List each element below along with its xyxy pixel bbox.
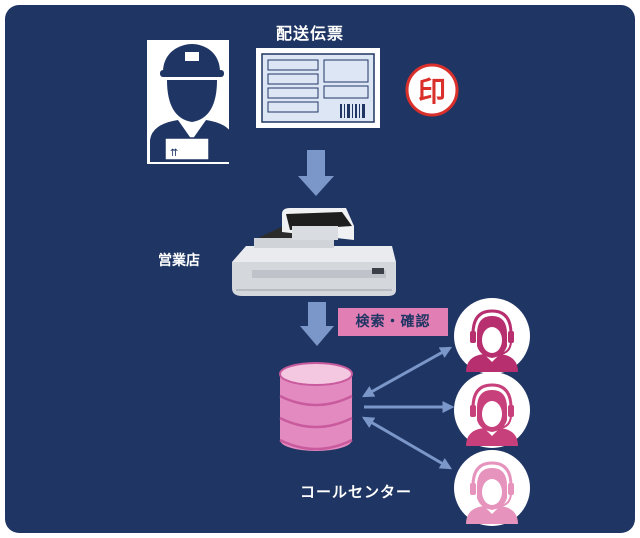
search-confirm-badge: 検索・確認 <box>338 308 448 336</box>
sales-store-label: 営業店 <box>158 253 200 269</box>
delivery-slip-icon <box>256 48 380 128</box>
svg-text:⇈: ⇈ <box>170 148 178 159</box>
headset-operator-icon <box>454 450 530 526</box>
headset-operator-icon <box>454 372 530 448</box>
stamp-text: 印 <box>418 75 446 108</box>
document-scanner-icon <box>232 208 396 296</box>
database-icon <box>279 362 353 451</box>
arrow-db-operator-3 <box>361 416 453 470</box>
call-center-label: コールセンター <box>300 483 413 501</box>
delivery-slip-title: 配送伝票 <box>276 24 345 43</box>
arrow-slip-to-scanner <box>298 150 334 196</box>
arrow-db-operator-1 <box>361 346 453 398</box>
arrow-scanner-to-database <box>300 302 334 346</box>
delivery-person-icon: ⇈ <box>147 40 234 164</box>
seal-stamp-icon: 印 <box>405 63 459 117</box>
headset-operator-icon <box>454 298 530 374</box>
